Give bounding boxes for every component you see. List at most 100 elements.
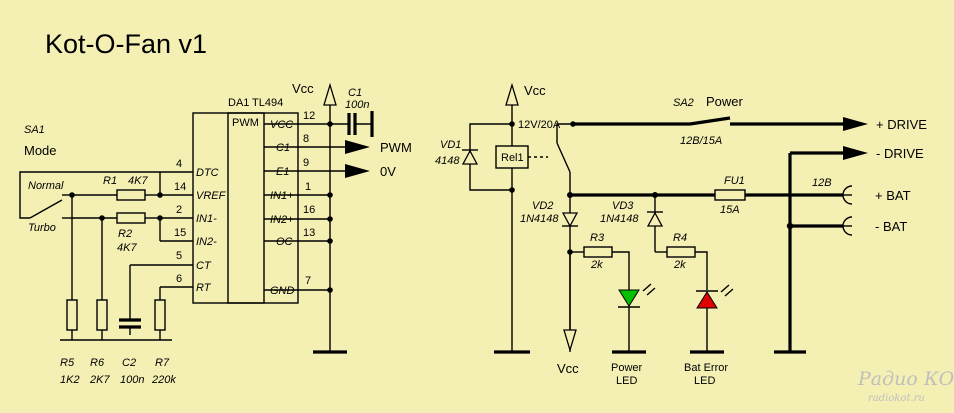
vcc-down-arrow-icon <box>563 252 577 353</box>
sa1-turbo-label: Turbo <box>28 222 56 234</box>
sa1-ref: SA1 <box>24 124 45 136</box>
diode-vd1 <box>461 149 479 165</box>
ic-da1-tl494: DA1 TL494 PWM DTC VREF IN1- IN2- CT RT 4… <box>130 97 345 304</box>
pin-8-num: 8 <box>303 133 309 145</box>
r6-ref: R6 <box>90 357 105 369</box>
drive-positive-arrow-icon <box>843 117 868 131</box>
pin-1-num: 1 <box>305 181 311 193</box>
pin-oc-name: OC <box>276 236 293 248</box>
resistor-r6 <box>96 299 108 331</box>
drive-negative-arrow-icon <box>843 146 868 160</box>
r7-ref: R7 <box>155 357 170 369</box>
led-error-label-line1: Bat Error <box>684 362 728 374</box>
sa2-rating: 12B/15A <box>680 135 722 147</box>
bat-negative-label: - BAT <box>875 219 907 234</box>
sa1-mode-label: Mode <box>24 143 57 158</box>
fu1-value: 15A <box>720 204 740 216</box>
r1-value: 4K7 <box>128 175 148 187</box>
r2-value: 4K7 <box>117 242 137 254</box>
battery-voltage: 12B <box>812 177 832 189</box>
led-error <box>690 284 734 354</box>
junction-dot <box>567 192 573 198</box>
pin-c1-name: C1 <box>276 142 290 154</box>
pin-12-num: 12 <box>303 110 315 122</box>
r5-ref: R5 <box>60 357 75 369</box>
resistor-r3 <box>583 246 613 258</box>
rel1-ref: Rel1 <box>501 152 524 164</box>
switch-sa2 <box>689 116 731 126</box>
vd1-ref: VD1 <box>440 139 461 151</box>
vcc-arrow-icon <box>505 82 519 124</box>
bat-positive-label: + BAT <box>875 188 911 203</box>
vd2-ref: VD2 <box>532 200 553 212</box>
r5-value: 1K2 <box>60 374 80 386</box>
drive-negative-label: - DRIVE <box>876 146 924 161</box>
junction-dot <box>327 287 333 293</box>
c1-value: 100n <box>345 99 369 111</box>
sa2-ref: SA2 <box>673 97 694 109</box>
r3-ref: R3 <box>590 232 605 244</box>
resistor-r5 <box>66 299 78 331</box>
ic-part: TL494 <box>252 97 283 109</box>
pin-in2m-name: IN2- <box>196 236 217 248</box>
rel1-rating: 12V/20A <box>518 119 561 131</box>
r3-value: 2k <box>590 259 603 271</box>
sa1-normal-label: Normal <box>28 180 64 192</box>
pin-6-num: 6 <box>176 273 182 285</box>
led-power-label-line2: LED <box>616 375 637 387</box>
vcc-label: Vcc <box>292 81 314 96</box>
led-power <box>612 283 656 354</box>
pin-e1-name: E1 <box>276 166 289 178</box>
vcc-bottom-label: Vcc <box>557 361 579 376</box>
diode-vd2 <box>561 212 579 228</box>
ic-pwm-block <box>227 112 265 304</box>
c2-ref: C2 <box>122 357 136 369</box>
r4-ref: R4 <box>673 232 687 244</box>
pin-dtc-name: DTC <box>196 167 219 179</box>
r6-value: 2K7 <box>89 374 110 386</box>
vd3-ref: VD3 <box>612 200 634 212</box>
pin-in2p-name: IN2+ <box>270 214 294 226</box>
pin-5-num: 5 <box>176 250 182 262</box>
pin-13-num: 13 <box>303 227 315 239</box>
r7-value: 220k <box>151 374 176 386</box>
vcc-arrow-icon <box>323 82 337 124</box>
drive-positive-label: + DRIVE <box>876 117 927 132</box>
capacitor-c1 <box>330 111 374 137</box>
resistor-r2 <box>116 212 146 224</box>
c1-ref: C1 <box>348 87 362 99</box>
fuse-fu1 <box>714 189 746 201</box>
pin-in1p-name: IN1+ <box>270 190 294 202</box>
vd1-value: 4148 <box>435 155 460 167</box>
pwm-output-arrow-icon <box>345 140 370 154</box>
pin-vcc-name: VCC <box>270 119 293 131</box>
pin-15-num: 15 <box>174 227 186 239</box>
vd2-value: 1N4148 <box>520 213 559 225</box>
relay-contact <box>556 142 571 173</box>
pin-14-num: 14 <box>174 181 186 193</box>
sa2-name: Power <box>706 94 744 109</box>
led-error-label-line2: LED <box>694 375 715 387</box>
pin-2-num: 2 <box>176 204 182 216</box>
r2-ref: R2 <box>118 228 132 240</box>
pin-9-num: 9 <box>303 157 309 169</box>
ic-block-label: PWM <box>232 117 259 129</box>
vd3-value: 1N4148 <box>600 213 639 225</box>
junction-dot <box>327 216 333 222</box>
diagram-title: Kot-O-Fan v1 <box>45 29 207 59</box>
vcc-relay-label: Vcc <box>524 83 546 98</box>
led-power-label-line1: Power <box>611 362 643 374</box>
diode-vd3 <box>646 211 664 227</box>
junction-dot <box>327 238 333 244</box>
pin-in1m-name: IN1- <box>196 213 217 225</box>
r4-value: 2k <box>673 259 686 271</box>
pwm-output-label: PWM <box>380 140 412 155</box>
junction-dot <box>327 192 333 198</box>
watermark-url: radiokot.ru <box>868 393 925 404</box>
resistor-r7 <box>154 299 166 331</box>
0v-output-label: 0V <box>380 164 396 179</box>
pin-4-num: 4 <box>176 158 182 170</box>
pin-ct-name: CT <box>196 260 212 272</box>
